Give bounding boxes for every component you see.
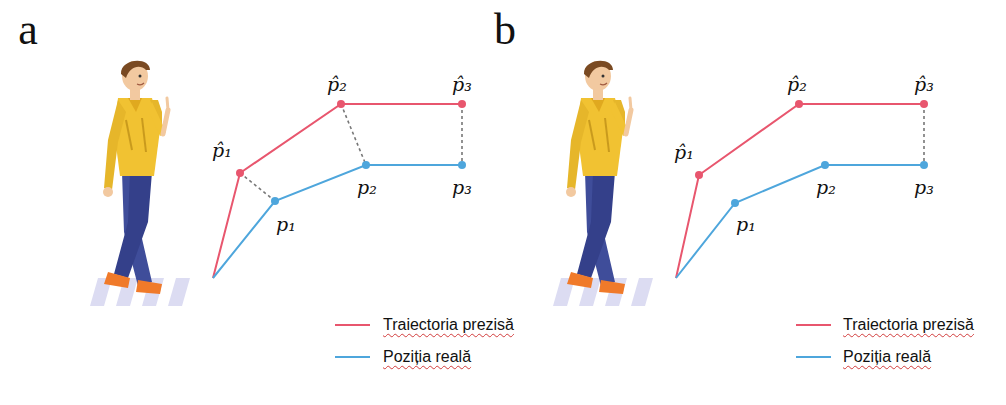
point-label: p₁: [276, 215, 296, 234]
point-label: p̂₂: [787, 75, 807, 94]
legend-text: Poziția reală: [843, 349, 931, 365]
point-label: p̂₃: [452, 75, 472, 94]
panel-letter: a: [18, 8, 38, 52]
point-label: p₁: [736, 215, 756, 234]
point-label: p̂₁: [212, 141, 232, 160]
point-label: p₃: [914, 178, 934, 197]
point-label: p₂: [816, 178, 836, 197]
point-label: p̂₁: [674, 143, 694, 162]
legend-text: Poziția reală: [383, 349, 471, 365]
legend-text: Traiectoria prezisă: [383, 317, 514, 333]
panel-letter: b: [494, 8, 516, 52]
point-label: p₂: [357, 178, 377, 197]
point-label: p̂₃: [914, 75, 934, 94]
point-label: p̂₂: [327, 75, 347, 94]
point-label: p₃: [452, 178, 472, 197]
legend-text: Traiectoria prezisă: [843, 317, 974, 333]
